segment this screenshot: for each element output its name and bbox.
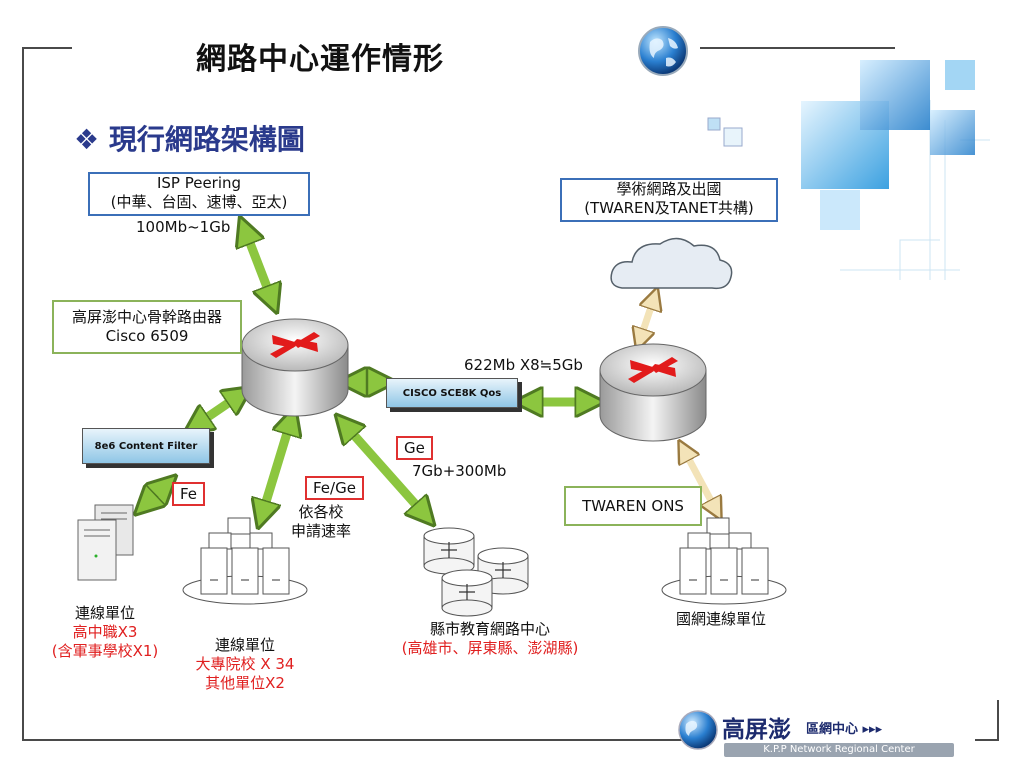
unit-high-school-title: 連線單位 (74, 604, 135, 622)
backbone-router-icon (241, 318, 349, 417)
tag-fe-ge: Fe/Ge (305, 476, 364, 500)
logo-name: 高屏澎 (722, 716, 791, 743)
county-router-cluster-icon (423, 527, 529, 617)
tag-fe: Fe (172, 482, 206, 506)
globe-icon (638, 26, 688, 76)
unit-university-title: 連線單位 (214, 636, 275, 654)
backbone-router-box: 高屏澎中心骨幹路由器 Cisco 6509 (52, 300, 242, 354)
isp-peering-title: ISP Peering (156, 174, 242, 192)
frame-top-left (22, 47, 72, 49)
link-router2-national (684, 450, 716, 510)
frame-right (997, 700, 999, 740)
county-center-list: (高雄市、屏東縣、澎湖縣) (401, 639, 579, 657)
edge-router-icon (599, 343, 707, 442)
national-server-cluster-icon (661, 517, 787, 605)
frame-bottom-right (975, 739, 999, 741)
page-title: 網路中心運作情形 (196, 42, 444, 77)
frame-bottom (22, 739, 690, 741)
per-school-rate-line2: 申請速率 (290, 522, 351, 540)
twaren-ons-box: TWAREN ONS (564, 486, 702, 526)
unit-university-count: 大專院校 X 34 (195, 655, 295, 673)
unit-high-school-label: 連線單位 高中職X3 (含軍事學校X1) (40, 604, 170, 661)
unit-university-other: 其他單位X2 (205, 674, 285, 692)
server-tower-icon (77, 504, 134, 581)
frame-left (22, 47, 24, 740)
content-filter-device: 8e6 Content Filter (82, 428, 210, 464)
backbone-router-model: Cisco 6509 (105, 327, 189, 345)
logo-globe-icon (678, 710, 718, 750)
server-cluster-icon (182, 517, 308, 605)
section-heading: ❖ 現行網路架構圖 (74, 123, 305, 156)
county-center-title: 縣市教育網路中心 (429, 620, 550, 638)
link-cloud-router2 (640, 298, 654, 340)
isp-peering-box: ISP Peering (中華、台固、速博、亞太) (88, 172, 310, 216)
logo-suffix: 區網中心 ▸▸▸ (806, 722, 883, 737)
link-router-filter (196, 395, 240, 425)
cloud-icon (610, 237, 733, 290)
frame-top-right (700, 47, 895, 49)
unit-university-label: 連線單位 大專院校 X 34 其他單位X2 (180, 636, 310, 693)
uplink-speed: 622Mb X8≒5Gb (464, 356, 583, 374)
small-squares-icon (707, 117, 743, 147)
academic-network-box: 學術網路及出國 (TWAREN及TANET共構) (560, 178, 778, 222)
county-link-speed: 7Gb+300Mb (412, 462, 507, 480)
link-filter-high (145, 485, 166, 505)
backbone-router-name: 高屏澎中心骨幹路由器 (71, 308, 222, 326)
national-unit-label: 國網連線單位 (676, 610, 767, 628)
link-router-univ (262, 420, 291, 515)
logo-english-name: K.P.P Network Regional Center (724, 743, 954, 757)
academic-network-title: 學術網路及出國 (616, 180, 722, 198)
isp-peering-providers: (中華、台固、速博、亞太) (110, 193, 288, 211)
county-center-label: 縣市教育網路中心 (高雄市、屏東縣、澎湖縣) (380, 620, 600, 658)
per-school-rate-line1: 依各校 (298, 503, 344, 521)
decorative-cubes (799, 60, 990, 280)
academic-network-desc: (TWAREN及TANET共構) (584, 199, 754, 217)
unit-high-school-note: (含軍事學校X1) (51, 642, 159, 660)
link-isp-router (245, 230, 272, 300)
tag-ge: Ge (396, 436, 433, 460)
link-router-county (345, 425, 425, 515)
unit-high-school-count: 高中職X3 (72, 623, 138, 641)
cisco-sce-device: CISCO SCE8K Qos (386, 378, 518, 408)
per-school-rate: 依各校 申請速率 (286, 503, 356, 541)
isp-speed: 100Mb~1Gb (136, 218, 231, 236)
